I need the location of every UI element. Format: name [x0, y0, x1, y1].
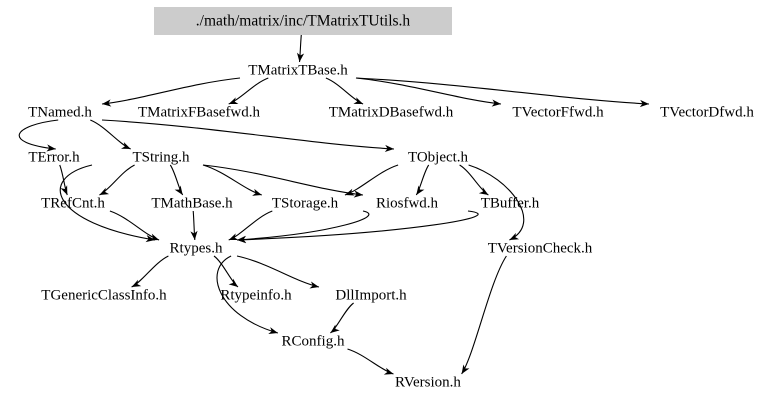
- edge-Riosfwd-to-Rtypes: [236, 210, 370, 241]
- arrowhead-icon: [228, 278, 238, 287]
- edge-TVersionCheck-to-RVersion: [461, 255, 507, 375]
- arrowhead-icon: [416, 185, 425, 195]
- arrowhead-icon: [268, 327, 278, 334]
- node-label-Rtypeinfo[interactable]: Rtypeinfo.h: [220, 287, 292, 303]
- arrowhead-icon: [174, 185, 183, 195]
- arrowhead-icon: [121, 142, 131, 149]
- arrowhead-icon: [639, 99, 649, 108]
- node-layer: ./math/matrix/inc/TMatrixTUtils.hTMatrix…: [28, 7, 754, 390]
- edge-TError-to-Rtypes: [59, 164, 156, 241]
- node-label-TMatrixTBase[interactable]: TMatrixTBase.h: [248, 62, 348, 78]
- node-label-TStorage[interactable]: TStorage.h: [272, 195, 339, 211]
- arrowhead-icon: [131, 279, 142, 287]
- node-label-DllImport[interactable]: DllImport.h: [335, 287, 407, 303]
- arrowhead-icon: [190, 230, 198, 240]
- arrowhead-icon: [46, 144, 56, 152]
- edge-TString-to-Riosfwd: [202, 164, 364, 196]
- node-label-Rtypes[interactable]: Rtypes.h: [170, 240, 223, 256]
- arrowhead-icon: [353, 190, 363, 198]
- arrowhead-icon: [353, 97, 364, 104]
- edge-RConfig-to-RVersion: [347, 348, 394, 375]
- arrowhead-icon: [384, 144, 394, 153]
- arrowhead-icon: [252, 188, 262, 196]
- arrowhead-icon: [228, 97, 239, 105]
- node-box-root[interactable]: [154, 7, 452, 35]
- edge-TBuffer-to-Rtypes: [236, 210, 479, 241]
- edge-TObject-to-TStorage: [344, 164, 399, 196]
- edge-TObject-to-TVersionCheck: [468, 164, 525, 241]
- arrowhead-icon: [383, 367, 394, 375]
- node-label-RConfig[interactable]: RConfig.h: [282, 333, 345, 349]
- node-label-TMatrixFBasefwd[interactable]: TMatrixFBasefwd.h: [138, 104, 261, 120]
- edge-TNamed-to-TError: [18, 119, 59, 150]
- arrowhead-icon: [309, 281, 319, 289]
- node-label-RVersion[interactable]: RVersion.h: [395, 374, 461, 390]
- arrowhead-icon: [237, 236, 247, 244]
- node-label-TMathBase[interactable]: TMathBase.h: [151, 195, 233, 211]
- edge-TStorage-to-Rtypes: [228, 210, 273, 241]
- node-label-TVectorDfwd[interactable]: TVectorDfwd.h: [660, 104, 754, 120]
- arrowhead-icon: [228, 233, 239, 241]
- arrowhead-icon: [99, 187, 110, 195]
- arrowhead-icon: [330, 324, 340, 333]
- node-label-TBuffer[interactable]: TBuffer.h: [481, 195, 540, 211]
- node-label-root[interactable]: ./math/matrix/inc/TMatrixTUtils.h: [196, 13, 411, 30]
- node-label-TVersionCheck[interactable]: TVersionCheck.h: [488, 240, 593, 256]
- node-label-TMatrixDBasefwd[interactable]: TMatrixDBasefwd.h: [329, 104, 454, 120]
- arrowhead-icon: [296, 52, 305, 62]
- arrowhead-icon: [60, 185, 68, 195]
- node-label-TNamed[interactable]: TNamed.h: [28, 104, 92, 120]
- node-label-TVectorFfwd[interactable]: TVectorFfwd.h: [512, 104, 604, 120]
- edge-TMatrixTBase-to-TVectorFfwd: [355, 77, 502, 105]
- edge-layer: [18, 32, 650, 375]
- arrowhead-icon: [509, 232, 520, 240]
- arrowhead-icon: [149, 233, 160, 241]
- node-label-TError[interactable]: TError.h: [28, 149, 80, 165]
- arrowhead-icon: [344, 188, 355, 196]
- arrowhead-icon: [478, 187, 489, 195]
- node-label-TObject[interactable]: TObject.h: [408, 149, 469, 165]
- node-label-TGenericClassInfo[interactable]: TGenericClassInfo.h: [41, 287, 167, 303]
- edge-TMatrixTBase-to-TNamed: [101, 77, 241, 105]
- node-label-TRefCnt[interactable]: TRefCnt.h: [41, 195, 105, 211]
- arrowhead-icon: [461, 364, 470, 374]
- node-label-Riosfwd[interactable]: Riosfwd.h: [376, 195, 439, 211]
- arrowhead-icon: [491, 99, 501, 107]
- edge-TNamed-to-TObject: [101, 119, 395, 150]
- edge-TMatrixTBase-to-TVectorDfwd: [355, 77, 650, 105]
- arrowhead-icon: [145, 235, 155, 243]
- edge-Rtypes-to-RConfig: [216, 255, 279, 334]
- edge-Rtypes-to-DllImport: [236, 255, 320, 288]
- arrowhead-icon: [102, 99, 112, 107]
- node-label-TString[interactable]: TString.h: [132, 149, 190, 165]
